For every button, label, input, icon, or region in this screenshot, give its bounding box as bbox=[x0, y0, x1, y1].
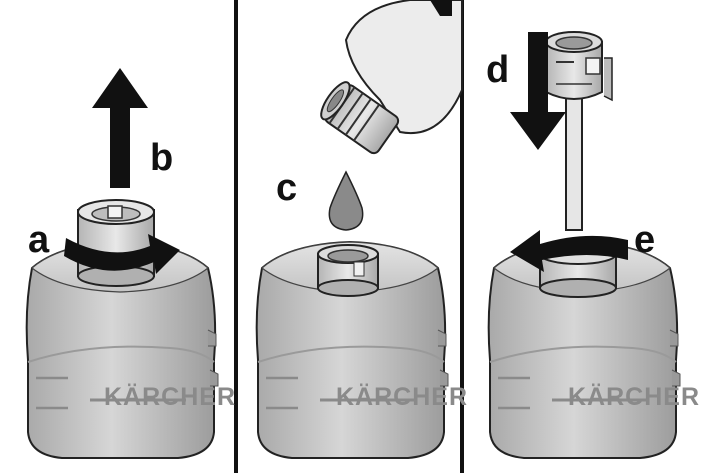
rotate-arrow-a bbox=[64, 234, 180, 274]
step-label-b: b bbox=[150, 137, 173, 179]
panel-remove-cap: KÄRCHER a b bbox=[25, 68, 236, 460]
panel-fill-liquid: KÄRCHER c bbox=[255, 0, 468, 460]
rotate-arrow-e bbox=[510, 230, 628, 272]
step-label-a: a bbox=[28, 219, 50, 261]
filter-insert bbox=[545, 31, 613, 231]
step-label-e: e bbox=[634, 219, 655, 261]
brand-logo: KÄRCHER bbox=[568, 383, 700, 411]
cap-neck bbox=[77, 199, 155, 287]
panel-insert-filter: KÄRCHER d e bbox=[486, 31, 700, 460]
open-neck bbox=[317, 244, 379, 297]
pouring-bottle bbox=[320, 0, 463, 155]
step-label-d: d bbox=[486, 49, 509, 91]
liquid-drop bbox=[328, 170, 364, 231]
filter-neck bbox=[539, 243, 617, 298]
brand-logo: KÄRCHER bbox=[104, 383, 236, 411]
lift-arrow-b bbox=[92, 68, 148, 188]
brand-logo: KÄRCHER bbox=[336, 383, 468, 411]
down-arrow-d bbox=[510, 32, 566, 150]
step-label-c: c bbox=[276, 167, 297, 209]
